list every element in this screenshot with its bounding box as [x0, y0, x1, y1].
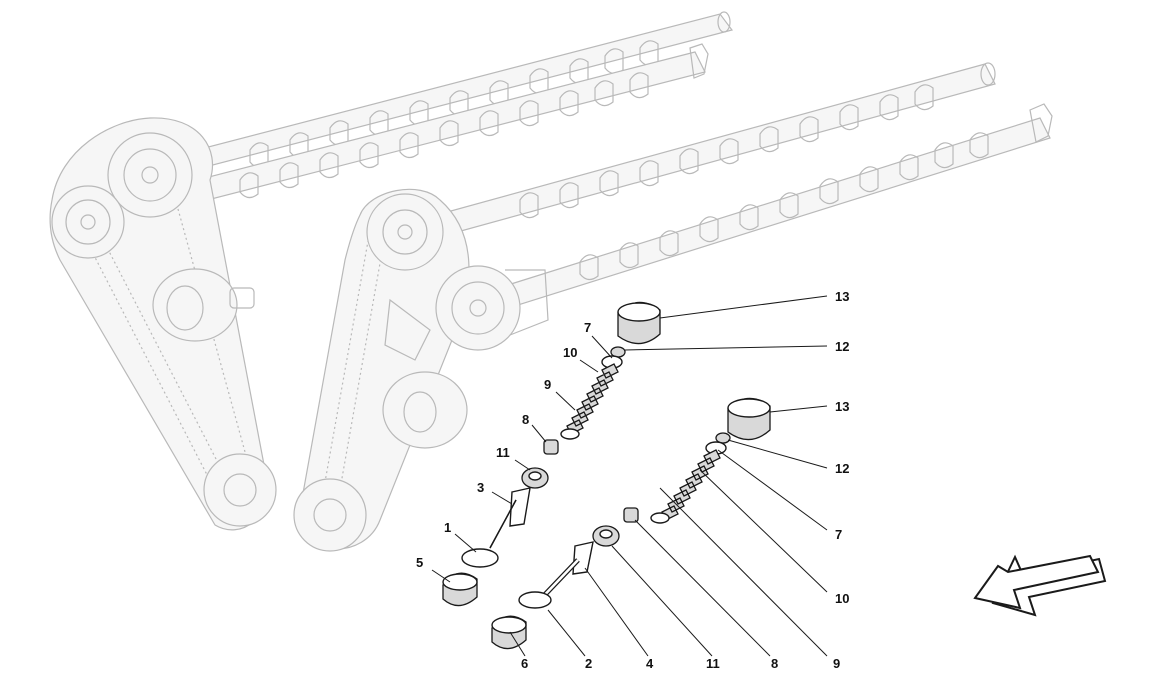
callout-7-lower: 7 [835, 527, 842, 542]
valve-a [442, 499, 517, 607]
leader-lines [431, 295, 828, 657]
callout-12-upper: 12 [835, 339, 849, 354]
valve-b [491, 558, 580, 650]
valve-stem-seal-b [623, 507, 639, 523]
callout-10-upper: 10 [563, 345, 577, 360]
callout-10-lower: 10 [835, 591, 849, 606]
callout-13-upper: 13 [835, 289, 849, 304]
valve-stem-seal-a [543, 439, 559, 455]
callout-4: 4 [646, 656, 654, 671]
callout-6: 6 [521, 656, 528, 671]
crank-pulley-left [203, 453, 277, 527]
camshaft-pulley-left-1 [107, 132, 193, 218]
callout-8-lower: 8 [771, 656, 778, 671]
valve-guide-b [572, 541, 594, 575]
callout-1: 1 [444, 520, 451, 535]
direction-arrow-icon [973, 554, 1107, 617]
camshaft-pulley-left-2 [51, 185, 125, 259]
valve-assembly-a [442, 301, 661, 607]
valve-guide-collar-b [592, 525, 620, 547]
valve-spring-b [650, 441, 727, 524]
callout-8-upper: 8 [522, 412, 529, 427]
tensioner-left [152, 268, 255, 342]
callout-7-upper: 7 [584, 320, 591, 335]
callout-9-lower: 9 [833, 656, 840, 671]
callout-13-lower: 13 [835, 399, 849, 414]
valve-guide-collar-a [521, 467, 549, 489]
callout-5: 5 [416, 555, 423, 570]
camshaft-left-lower [99, 43, 709, 226]
callout-labels: 13 12 7 10 9 8 11 3 1 5 13 12 7 10 6 2 4… [416, 289, 849, 671]
callout-9-upper: 9 [544, 377, 551, 392]
callout-12-lower: 12 [835, 461, 849, 476]
callout-11-upper: 11 [496, 445, 510, 460]
valve-assembly-b [491, 397, 771, 650]
callout-2: 2 [585, 656, 592, 671]
valve-spring-a [560, 355, 623, 440]
valve-guide-a [509, 487, 531, 527]
crank-pulley-right [293, 478, 367, 552]
tappet-a [617, 301, 661, 345]
tappet-b [727, 397, 771, 441]
camshaft-pulley-right-2 [435, 265, 549, 351]
tensioner-right [382, 298, 468, 449]
callout-11-lower: 11 [706, 656, 720, 671]
callout-3: 3 [477, 480, 484, 495]
camshaft-pulley-right-1 [366, 193, 444, 271]
camshaft-right-lower [459, 103, 1053, 321]
